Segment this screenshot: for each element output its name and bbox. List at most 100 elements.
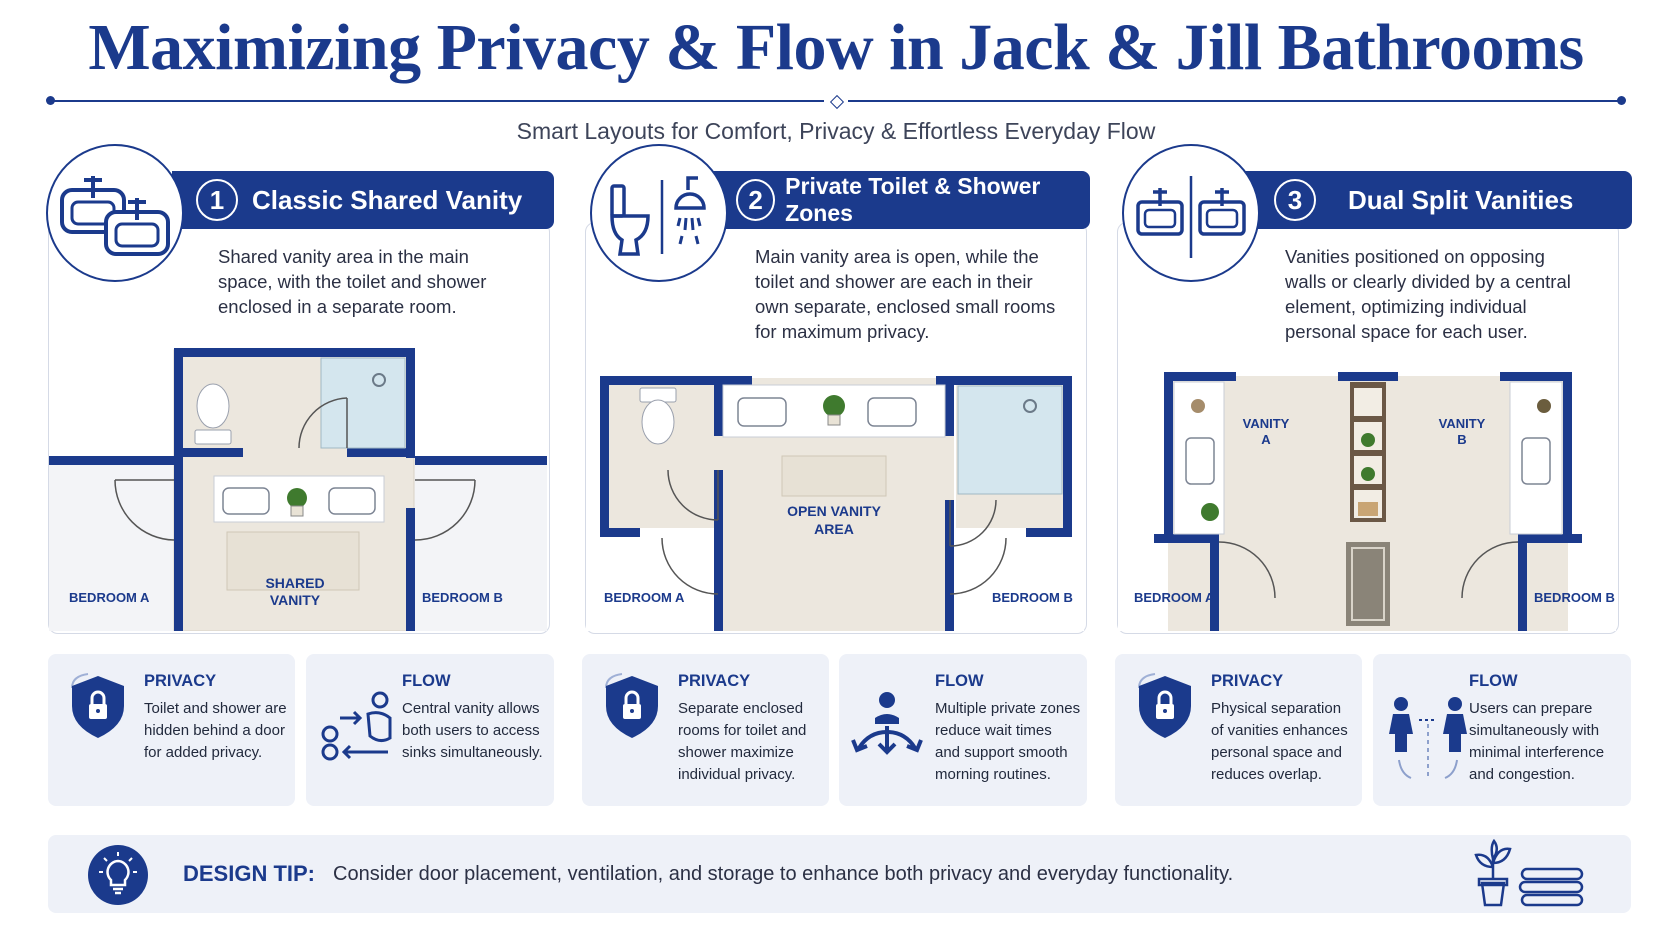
plan-3-vanity-a-label-2: A: [1261, 432, 1271, 447]
flow-panel-2: FLOW Multiple private zones reduce wait …: [839, 654, 1087, 806]
plan-3-vanity-b-label-1: VANITY: [1439, 416, 1486, 431]
flow-panel-1: FLOW Central vanity allows both users to…: [306, 654, 554, 806]
plan-2-bedroom-a: BEDROOM A: [604, 590, 685, 605]
panel-line: morning routines.: [935, 766, 1051, 783]
plan-3-vanity-a-label-1: VANITY: [1243, 416, 1290, 431]
plan-2-center-label-2: AREA: [814, 521, 854, 537]
split-arrows-icon: [851, 692, 923, 755]
privacy-heading-3: PRIVACY: [1211, 672, 1284, 690]
shield-lock-icon: [605, 673, 658, 738]
layout-banner-3: 3 Dual Split Vanities: [1242, 171, 1632, 229]
plan-1-bedroom-b: BEDROOM B: [422, 590, 503, 605]
flow-panel-3: FLOW Users can prepare simultaneously wi…: [1373, 654, 1631, 806]
panel-line: simultaneously with: [1469, 722, 1600, 739]
layout-number-1: 1: [196, 179, 238, 221]
design-tip-label: DESIGN TIP:: [183, 861, 316, 886]
description-line: element, optimizing individual: [1285, 296, 1527, 317]
panel-line: reduce wait times: [935, 722, 1052, 739]
privacy-heading-2: PRIVACY: [678, 672, 751, 690]
panel-line: shower maximize: [678, 744, 794, 761]
layout-description-2: Main vanity area is open, while the toil…: [755, 244, 1055, 344]
layout-number-2: 2: [736, 179, 776, 221]
flow-text-1: Central vanity allows both users to acce…: [402, 698, 562, 764]
panel-line: and congestion.: [1469, 766, 1575, 783]
shield-lock-icon: [71, 673, 124, 738]
design-tip-bar: DESIGN TIP: Consider door placement, ven…: [48, 835, 1631, 913]
panel-line: minimal interference: [1469, 744, 1605, 761]
panel-line: and support smooth: [935, 744, 1068, 761]
sink-icon: [60, 176, 170, 256]
plant-icon: [1474, 839, 1512, 907]
panel-line: both users to access: [402, 722, 540, 739]
panel-line: personal space and: [1211, 744, 1342, 761]
description-line: personal space for each user.: [1285, 321, 1528, 342]
plan-1-bedroom-a: BEDROOM A: [69, 590, 150, 605]
panel-line: sinks simultaneously.: [402, 744, 543, 761]
privacy-text-1: Toilet and shower are hidden behind a do…: [144, 698, 304, 764]
layout-heading-1: Classic Shared Vanity: [252, 184, 523, 215]
layout-icon-circle-3: [1122, 144, 1260, 282]
panel-line: Separate enclosed: [678, 700, 804, 717]
plan-3-bedroom-b: BEDROOM B: [1534, 590, 1615, 605]
floor-plan-3: VANITY A VANITY B BEDROOM A BEDROOM B: [1118, 366, 1616, 631]
plan-2-center-label-1: OPEN VANITY: [787, 503, 882, 519]
layout-heading-2: Private Toilet & Shower Zones: [785, 173, 1041, 226]
towels-icon: [1518, 867, 1584, 907]
panel-line: Central vanity allows: [402, 700, 540, 717]
floor-plan-2: BEDROOM A BEDROOM B OPEN VANITY AREA: [586, 370, 1084, 631]
layout-number-3: 3: [1274, 179, 1316, 221]
description-line: toilet and shower are each in their: [755, 271, 1033, 292]
plan-1-center-label-2: VANITY: [270, 592, 321, 608]
plan-1-center-label-1: SHARED: [265, 575, 324, 591]
flow-text-2: Multiple private zones reduce wait times…: [935, 698, 1085, 786]
privacy-text-3: Physical separation of vanities enhances…: [1211, 698, 1371, 786]
page-title: Maximizing Privacy & Flow in Jack & Jill…: [88, 11, 1584, 84]
plan-2-bedroom-b: BEDROOM B: [992, 590, 1073, 605]
two-users-icon: [1389, 697, 1467, 780]
description-line: walls or clearly divided by a central: [1285, 271, 1571, 292]
flow-text-3: Users can prepare simultaneously with mi…: [1469, 698, 1619, 786]
layout-heading-3: Dual Split Vanities: [1348, 184, 1574, 215]
layout-icon-circle-1: [46, 144, 184, 282]
layout-banner-2: 2 Private Toilet & Shower Zones: [710, 171, 1090, 229]
description-line: own separate, enclosed small rooms: [755, 296, 1056, 317]
description-line: Main vanity area is open, while the: [755, 246, 1039, 267]
panel-line: Multiple private zones: [935, 700, 1081, 717]
layout-icon-circle-2: [590, 144, 728, 282]
privacy-text-2: Separate enclosed rooms for toilet and s…: [678, 698, 838, 786]
plan-3-vanity-b-label-2: B: [1457, 432, 1466, 447]
flow-arrows-icon: [321, 691, 392, 761]
rule-dot-right: [1617, 96, 1626, 105]
sink-icon: [1136, 176, 1246, 258]
plan-3-bedroom-a: BEDROOM A: [1134, 590, 1215, 605]
title-rule-left: [52, 100, 824, 102]
panel-line: reduces overlap.: [1211, 766, 1322, 783]
rule-dot-left: [46, 96, 55, 105]
page-subtitle: Smart Layouts for Comfort, Privacy & Eff…: [516, 118, 1156, 144]
panel-line: Toilet and shower are: [144, 700, 287, 717]
flow-heading-2: FLOW: [935, 672, 984, 690]
flow-heading-1: FLOW: [402, 672, 451, 690]
panel-line: Physical separation: [1211, 700, 1342, 717]
privacy-panel-3: PRIVACY Physical separation of vanities …: [1115, 654, 1362, 806]
layout-description-1: Shared vanity area in the main space, wi…: [218, 244, 486, 319]
shield-lock-icon: [1138, 673, 1191, 738]
panel-line: for added privacy.: [144, 744, 263, 761]
description-line: for maximum privacy.: [755, 321, 930, 342]
description-line: space, with the toilet and shower: [218, 271, 487, 292]
toilet-icon: [610, 176, 706, 256]
description-line: Vanities positioned on opposing: [1285, 246, 1545, 267]
layout-banner-1: 1 Classic Shared Vanity: [172, 171, 554, 229]
panel-line: individual privacy.: [678, 766, 796, 783]
title-rule-right: [848, 100, 1620, 102]
layout-description-3: Vanities positioned on opposing walls or…: [1285, 244, 1571, 344]
privacy-heading-1: PRIVACY: [144, 672, 217, 690]
panel-line: hidden behind a door: [144, 722, 285, 739]
flow-heading-3: FLOW: [1469, 672, 1518, 690]
lightbulb-icon: [88, 845, 148, 905]
panel-line: rooms for toilet and: [678, 722, 807, 739]
design-tip-text: Consider door placement, ventilation, an…: [333, 863, 1234, 885]
privacy-panel-2: PRIVACY Separate enclosed rooms for toil…: [582, 654, 829, 806]
panel-line: Users can prepare: [1469, 700, 1593, 717]
rule-diamond: [829, 94, 845, 110]
